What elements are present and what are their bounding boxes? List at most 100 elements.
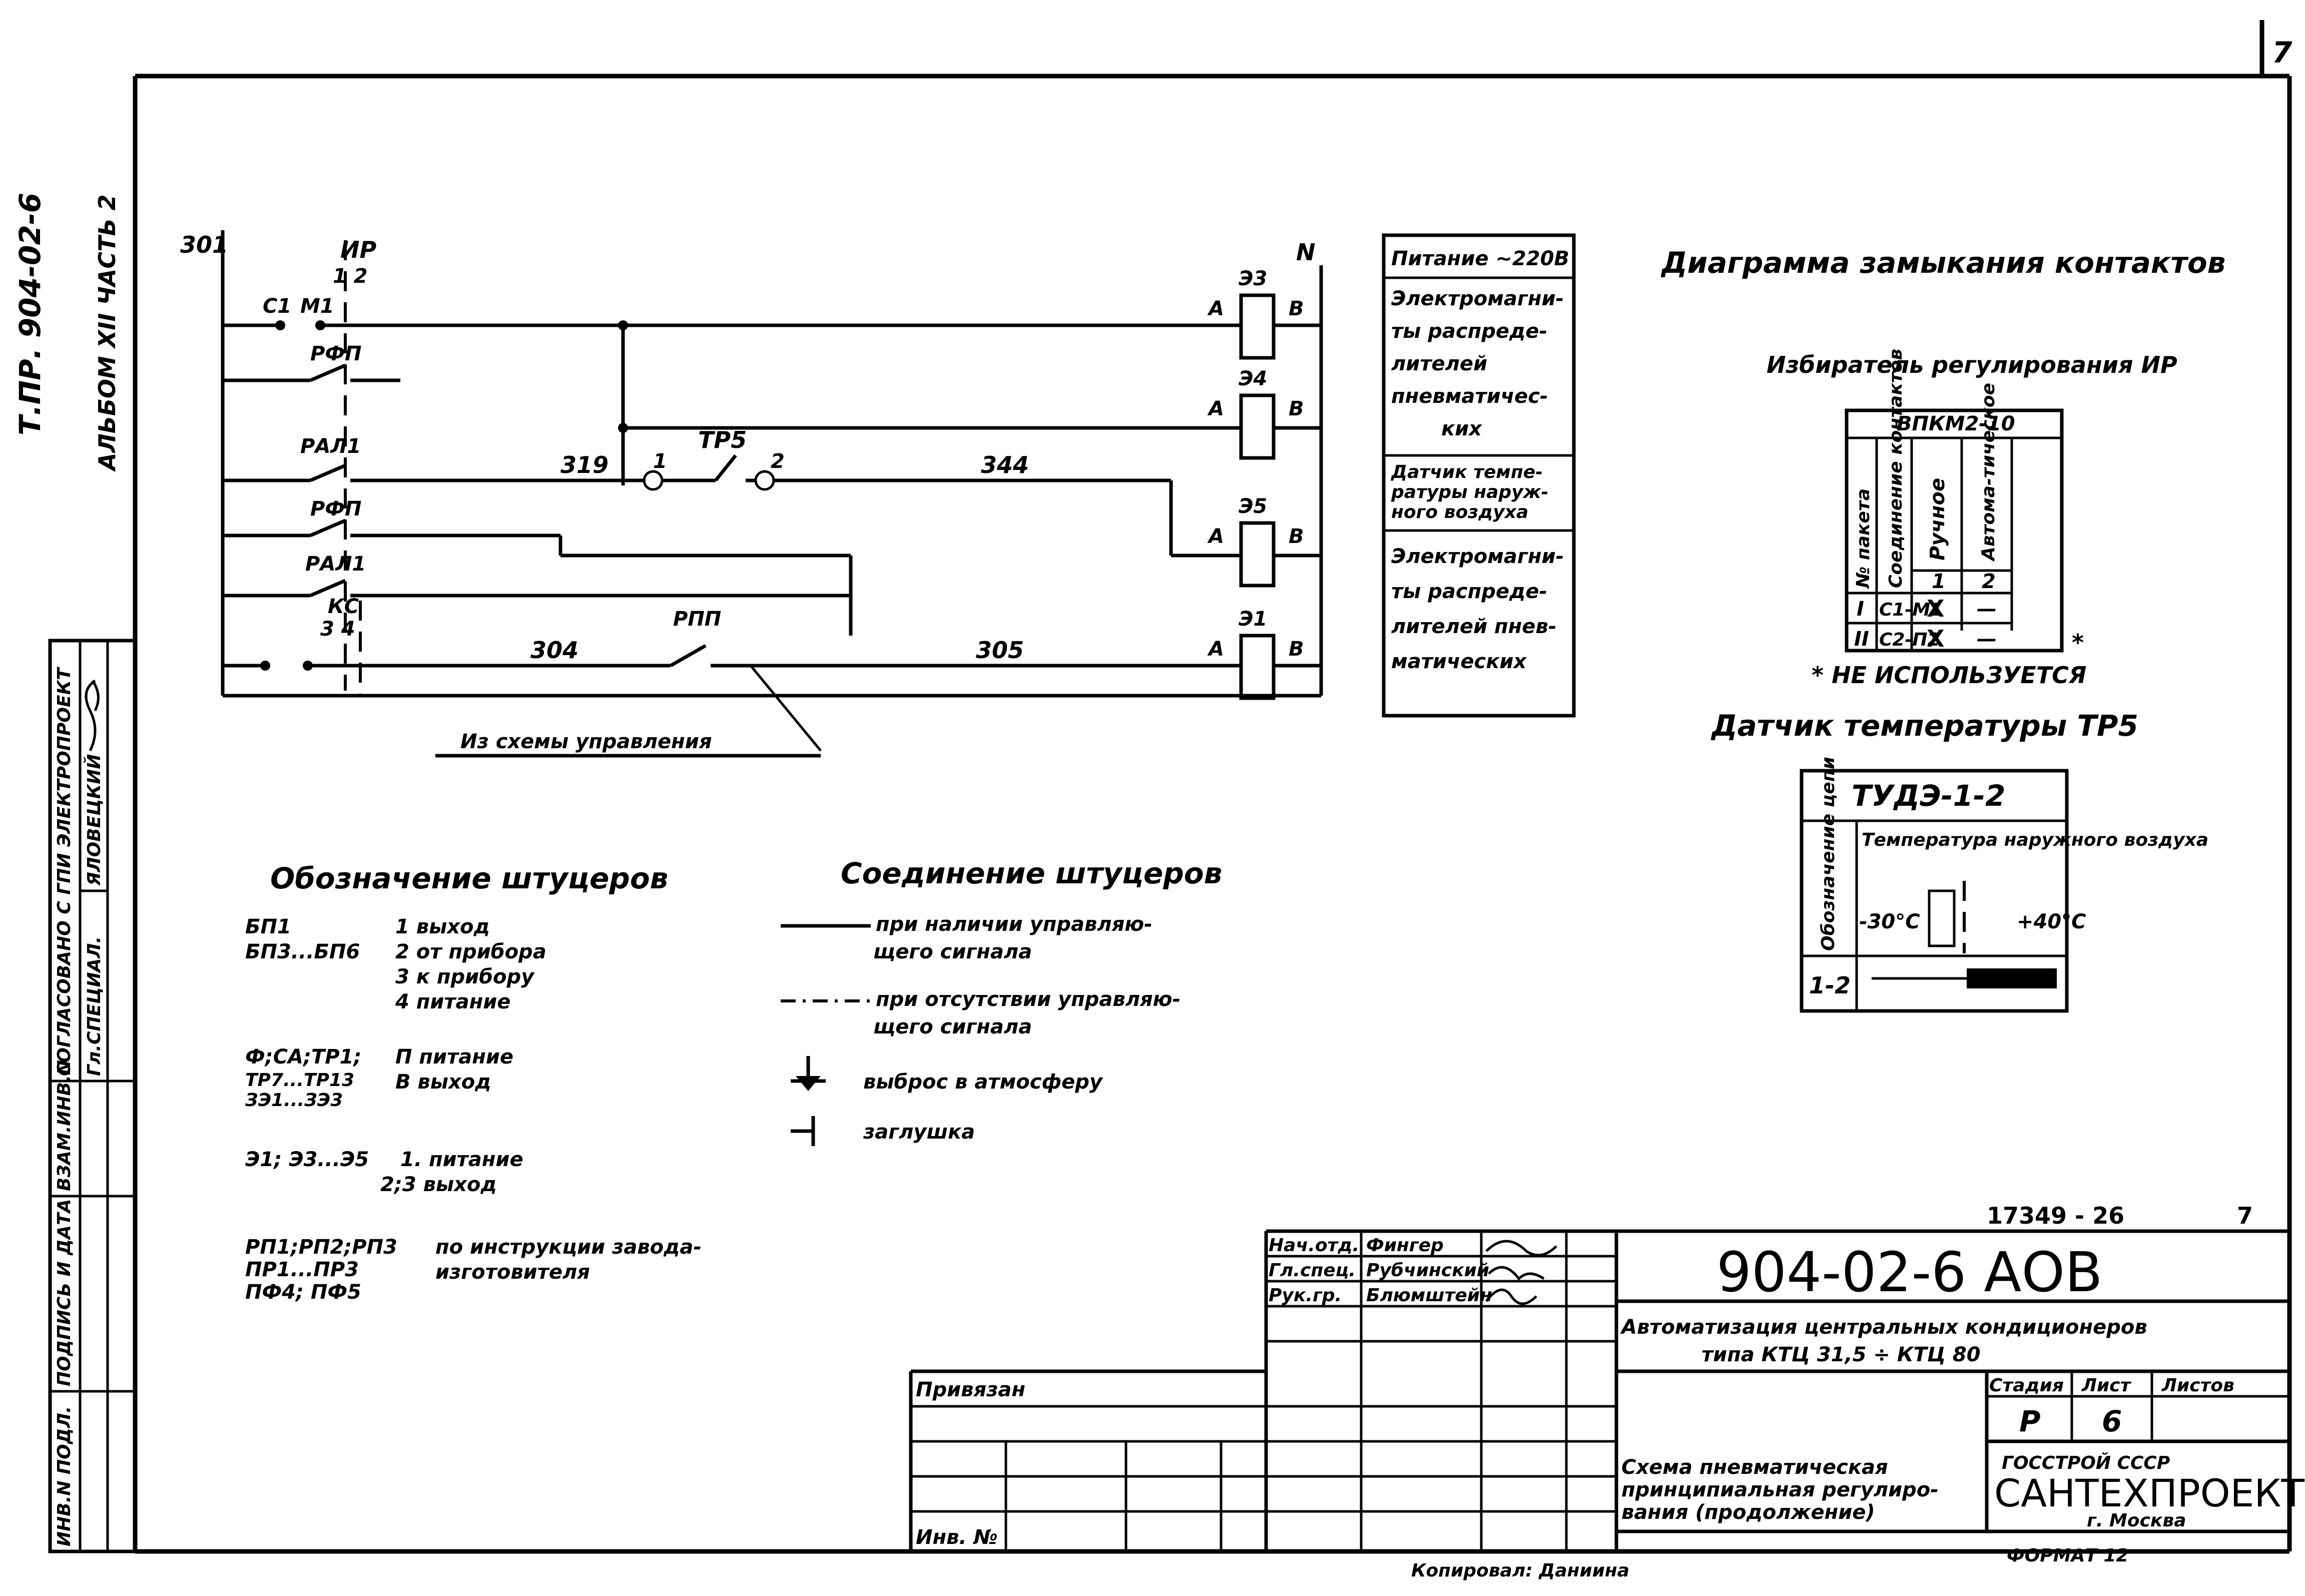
valve-e1-name: Э1	[1239, 608, 1267, 631]
valve-e1-a: А	[1207, 638, 1224, 661]
wire-label-305: 305	[976, 637, 1024, 664]
contact-diagram: Диаграмма замыкания контактов Избиратель…	[1660, 246, 2225, 1013]
selector-row1-auto: —	[1977, 598, 1997, 621]
legend-g2-l2: ратуры наруж-	[1391, 482, 1548, 502]
drawing-title-3: вания (продолжение)	[1621, 1501, 1875, 1524]
sensor-title: Датчик температуры ТР5	[1710, 709, 2138, 743]
pneumatic-schematic: 301 N С1 М1 ИР 1 2 Э3 А В Э4 А В	[180, 230, 1323, 758]
fit-r4-dev3: ПФ4; ПФ5	[245, 1281, 361, 1304]
fit-r4-dev2: ПР1...ПР3	[245, 1258, 359, 1281]
fittings-title: Обозначение штуцеров	[270, 861, 668, 895]
fit-r1-i4: 4 питание	[395, 990, 510, 1013]
selector-table-title: ВПКМ2-10	[1897, 412, 2015, 435]
selector-contacts: 1 2	[333, 265, 368, 288]
plug-symbol	[791, 1116, 815, 1146]
selector-c1: С1	[263, 295, 291, 318]
fit-r2-i2: В выход	[395, 1071, 491, 1094]
signature-mark	[85, 679, 100, 752]
selector-name: ИР	[340, 236, 376, 263]
valve-e5-a: А	[1207, 525, 1224, 548]
selector-h-contacts: Соединение контактов	[1886, 349, 1906, 588]
org-line-1: ГОССТРОЙ СССР	[2002, 1452, 2170, 1473]
role-2: Гл.спец.	[1269, 1260, 1356, 1281]
fit-r3-i1: 1. питание	[400, 1148, 523, 1171]
sensor-row: 1-2	[1809, 972, 1851, 999]
signatures	[1485, 1240, 1557, 1305]
fit-r1-i2: 2 от прибора	[395, 940, 546, 963]
name-1: Фингер	[1366, 1235, 1444, 1256]
sensor-closed-bar	[1967, 968, 2057, 988]
side-label-1: СОГЛАСОВАНО С ГПИ ЭЛЕКТРОПРОЕКТ	[54, 667, 75, 1076]
conn-2-l1: при отсутствии управляю-	[876, 988, 1181, 1011]
legend-g1-l3: лителей	[1391, 352, 1487, 375]
side-label-3: ЯЛОВЕЦКИЙ	[84, 754, 105, 886]
sensor-col1: Обозначение цепи	[1818, 757, 1839, 951]
sensor-terminal-1: 1	[653, 450, 667, 473]
selector-table: ВПКМ2-10 № пакета Соединение контактов Р…	[1845, 349, 2084, 656]
selector-star: *	[2072, 629, 2084, 656]
legend-g3-l4: матических	[1391, 650, 1527, 673]
sensor-name: ТР5	[698, 426, 747, 453]
fittings-legend: Обозначение штуцеров БП1 БП3...БП6 1 вых…	[245, 861, 702, 1304]
legend-g2-l3: ного воздуха	[1391, 502, 1528, 522]
copied-by: Копировал: Даниина	[1411, 1560, 1629, 1581]
format-label: ФОРМАТ 12	[2007, 1545, 2129, 1566]
sheet-header: Лист	[2081, 1375, 2131, 1396]
fit-r2-i1: П питание	[395, 1045, 513, 1069]
connections-legend: Соединение штуцеров при наличии управляю…	[781, 856, 1222, 1146]
from-control-label: Из схемы управления	[460, 730, 712, 753]
role-3: Рук.гр.	[1269, 1285, 1342, 1306]
desc-line-2: типа КТЦ 31,5 ÷ КТЦ 80	[1701, 1343, 1981, 1366]
side-title: Т.ПР. 904-02-6 АЛЬБОМ XII ЧАСТЬ 2	[13, 193, 121, 472]
sensor-col2: Температура наружного воздуха	[1862, 830, 2208, 850]
doc-code: 904-02-6 АОВ	[1716, 1240, 2103, 1304]
legend-g1-l1: Электромагни-	[1391, 287, 1564, 310]
sensor-tmin: -30°С	[1859, 910, 1920, 933]
legend-g3-l1: Электромагни-	[1391, 545, 1564, 568]
legend-g1-l2: ты распреде-	[1391, 320, 1547, 343]
wire-label-304: 304	[530, 637, 579, 664]
exhaust-symbol	[791, 1056, 826, 1091]
title-block: 17349 - 26 7 Нач.отд. Гл.спец. Рук.гр. Ф…	[909, 1202, 2304, 1581]
drawing-title-2: принципиальная регулиро-	[1621, 1478, 1939, 1501]
selector-m1: М1	[300, 295, 334, 318]
selector-title: Избиратель регулирования ИР	[1767, 351, 2177, 378]
conn-4: заглушка	[863, 1121, 975, 1144]
name-2: Рубчинский	[1366, 1260, 1489, 1281]
selector-row2-auto: —	[1977, 628, 1997, 651]
desc-line-1: Автоматизация центральных кондиционеров	[1620, 1316, 2147, 1339]
sheet-frame: 7	[133, 20, 2292, 1554]
relay-contact-4: РАЛ1	[305, 553, 366, 576]
selector-row1-packet: I	[1857, 598, 1864, 621]
side-label-5: ПОДПИСЬ И ДАТА	[54, 1199, 75, 1386]
kc-name: КС	[328, 595, 359, 618]
sheets-header: Листов	[2161, 1375, 2234, 1396]
fit-r2-dev3: ЗЭ1...ЗЭ3	[245, 1090, 343, 1111]
fit-r3-dev: Э1; Э3...Э5	[245, 1148, 369, 1171]
relay-contact-1: РФП	[310, 342, 361, 365]
conn-1-l1: при наличии управляю-	[876, 913, 1152, 936]
sheet-value: 6	[2102, 1404, 2122, 1438]
valve-e5-name: Э5	[1239, 495, 1267, 518]
contact-diagram-title: Диаграмма замыкания контактов	[1660, 246, 2225, 280]
selector-h-num-2: 2	[1982, 570, 1996, 593]
selector-row2-contacts: С2-П2	[1879, 630, 1940, 650]
side-label-4: ВЗАМ.ИНВ.N	[54, 1060, 75, 1191]
legend-g1-l4: пневматичес-	[1391, 385, 1548, 408]
selector-h-packet: № пакета	[1853, 488, 1874, 589]
side-title-1: Т.ПР. 904-02-6	[13, 193, 47, 435]
doc-page: 7	[2237, 1202, 2253, 1229]
relay-contact-2: РАЛ1	[300, 435, 361, 458]
legend-g3-l3: лителей пнев-	[1391, 615, 1556, 638]
legend-g1-l5: ких	[1441, 417, 1482, 440]
conn-3: выброс в атмосферу	[863, 1071, 1103, 1094]
fit-r1-dev2: БП3...БП6	[245, 940, 360, 963]
fit-r4-i2: изготовителя	[435, 1261, 590, 1284]
selector-h-manual: Ручное	[1926, 478, 1949, 561]
kc-contacts: 3 4	[320, 618, 355, 641]
valve-e3-name: Э3	[1239, 267, 1267, 290]
valve-e3-b: В	[1289, 297, 1304, 320]
fit-r2-dev: Ф;СА;ТР1;	[245, 1045, 361, 1069]
side-label-2: Гл.СПЕЦИАЛ.	[84, 936, 105, 1076]
side-label-6: ИНВ.N ПОДЛ.	[54, 1406, 75, 1546]
